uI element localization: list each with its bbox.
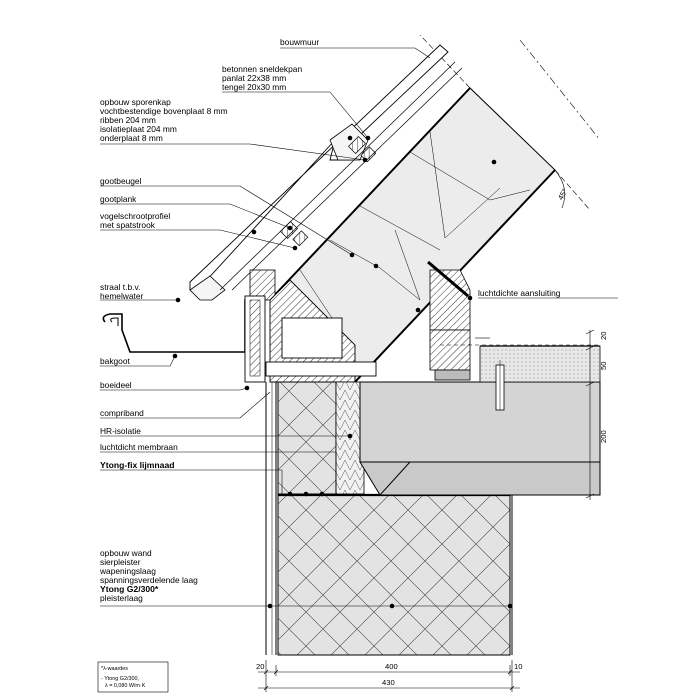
dimension-texts: 20 50 200 20 400 10 430 [256,332,608,687]
label-hemelwater: hemelwater [100,291,144,301]
label-opbouw-sporenkap: opbouw sporenkap [100,97,171,107]
dim-50-vertical: 50 [599,362,608,370]
label-onderplaat: onderplaat 8 mm [100,133,163,143]
label-ribben: ribben 204 mm [100,115,156,125]
label-gootbeugel: gootbeugel [100,176,142,186]
label-gootplank: gootplank [100,194,137,204]
ytong-block-upper [277,381,337,495]
label-pleisterlaag: pleisterlaag [100,593,143,603]
dim-20-horizontal: 20 [256,662,264,671]
gutter-profile [102,295,263,353]
label-ytong-fix: Ytong-fix lijmnaad [100,460,174,470]
label-spanningsverdelende: spanningsverdelende laag [100,575,198,585]
label-luchtdichte-aansluiting: luchtdichte aansluiting [478,288,561,298]
label-straal: straal t.b.v. [100,282,140,292]
label-hr-isolatie: HR-isolatie [100,426,141,436]
label-spatstrook: met spatstrook [100,220,156,230]
roof-panel-ribs [299,131,531,331]
label-opbouw-wand: opbouw wand [100,548,152,558]
dim-400-horizontal: 400 [385,662,398,671]
label-boeideel: boeideel [100,380,132,390]
label-vogelschroot: vogelschrootprofiel [100,211,170,221]
label-betonnen-sneldekpan: betonnen sneldekpan [222,64,302,74]
dimension-lines [258,329,595,692]
label-bouwmuur: bouwmuur [280,37,319,47]
dim-430-horizontal: 430 [382,678,395,687]
label-panlat: panlat 22x38 mm [222,73,286,83]
labels: bouwmuur betonnen sneldekpan panlat 22x3… [99,37,561,603]
dim-20-vertical: 20 [599,332,608,340]
angle-label: 45° [556,187,570,201]
lambda-note-box: *λ-waardes - Ytong G2/300, λ = 0,080 W/m… [97,661,169,693]
note-line1: - Ytong G2/300, [101,676,139,682]
dim-10-horizontal: 10 [514,662,522,671]
note-line2: λ = 0,080 W/m·K [105,683,146,689]
label-wapeningslaag: wapeningslaag [99,566,156,576]
label-compriband: compriband [100,408,144,418]
label-ytong-g2: Ytong G2/300* [100,584,159,594]
label-tengel: tengel 20x30 mm [222,82,286,92]
eaves-assembly [102,269,377,383]
floor-slab [359,381,601,463]
ytong-block-lower [277,494,511,656]
roof-assembly: 45° [189,34,601,383]
leader-dots [172,135,513,609]
label-vochtbestendige: vochtbestendige bovenplaat 8 mm [100,106,228,116]
label-bakgoot: bakgoot [100,356,130,366]
label-isolatieplaat: isolatieplaat 204 mm [100,124,177,134]
label-luchtdicht-membraan: luchtdicht membraan [100,442,178,452]
leader-lines [100,47,618,607]
floor-assembly [359,345,601,496]
label-sierpleister: sierpleister [100,557,141,567]
dim-200-vertical: 200 [599,430,608,443]
note-title: *λ-waardes [101,666,128,672]
